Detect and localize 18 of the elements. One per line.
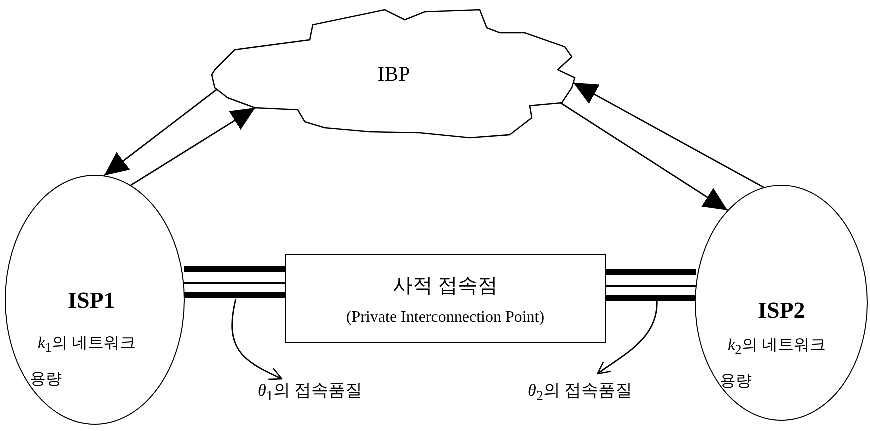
network-name: ISP2: [758, 298, 806, 324]
leader-line: [597, 299, 658, 375]
box-title: 사적 접속점: [392, 275, 499, 297]
connection-pipe: [184, 266, 285, 298]
leader-line: [232, 298, 283, 380]
arrow: [104, 89, 218, 176]
cloud-label: IBP: [376, 63, 412, 86]
quality-label: θ$_{2}$의 접속품질: [528, 382, 633, 405]
capacity-label: k$_{1}$의 네트워크 용량: [30, 334, 137, 390]
network-name: ISP1: [68, 288, 116, 314]
arrow: [130, 107, 256, 186]
quality-label: θ$_{1}$의 접속품질: [258, 382, 363, 405]
box-subtitle: (Private Interconnection Point): [345, 309, 546, 327]
capacity-label: k$_{2}$의 네트워크 용량: [720, 336, 827, 392]
connection-pipe: [606, 269, 696, 301]
arrow: [560, 102, 728, 212]
interconnection-box: [285, 254, 606, 343]
arrow: [573, 82, 764, 188]
